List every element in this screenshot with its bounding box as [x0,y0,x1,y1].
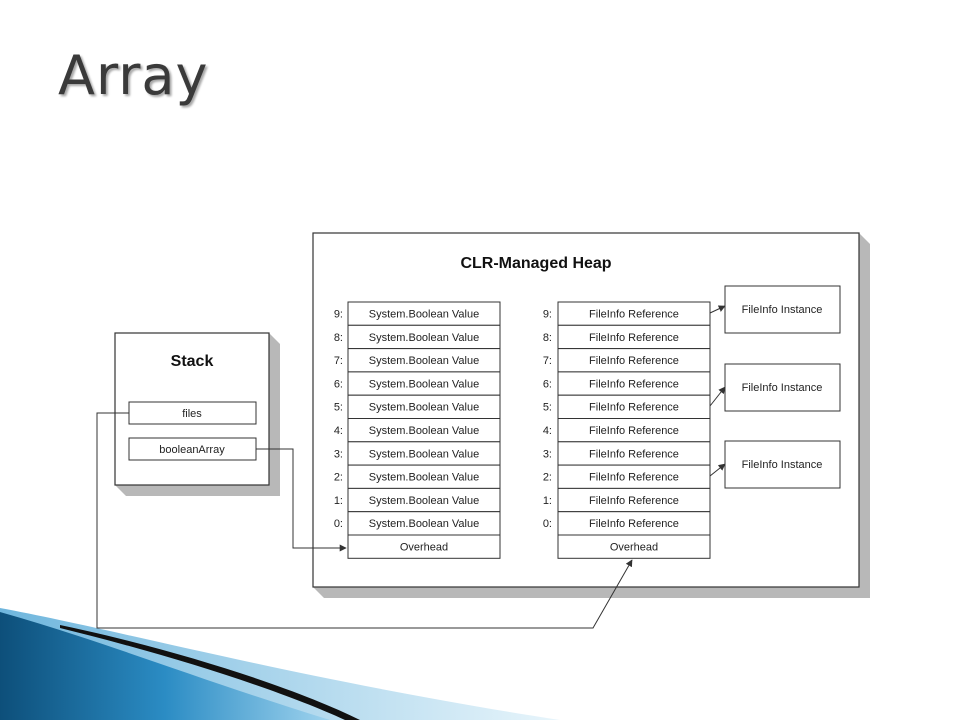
array-index-label: 2: [334,472,343,484]
array-cell-label: FileInfo Reference [589,495,679,507]
fileinfo-instance: FileInfo Instance [724,285,841,334]
array-index-label: 3: [543,448,552,460]
instance-label: FileInfo Instance [742,459,823,471]
slide-title: Array [58,44,209,107]
array-index-label: 8: [334,332,343,344]
stack-var-label: files [182,408,202,420]
array-cell-label: FileInfo Reference [589,355,679,367]
array-cell: System.Boolean Value 9: [334,301,501,326]
array-cell-label: System.Boolean Value [369,378,479,390]
array-overhead: Overhead [557,534,711,559]
arrow-booleanarray-to-overhead [256,448,347,552]
array-cell: FileInfo Reference 9: [543,301,711,326]
array-index-label: 4: [334,425,343,437]
fileinfo-reference-array: FileInfo Reference 9: FileInfo Reference 8:… [543,301,711,559]
array-cell-label: System.Boolean Value [369,472,479,484]
stack-var-boolean-array: booleanArray [128,437,257,461]
array-cell-label: FileInfo Reference [589,402,679,414]
array-overhead-label: Overhead [610,542,658,554]
array-index-label: 1: [334,495,343,507]
stack-var-label: booleanArray [159,444,225,456]
array-index-label: 3: [334,448,343,460]
array-overhead-box [557,534,711,559]
stack-title: Stack [171,353,214,370]
array-cell-label: FileInfo Reference [589,332,679,344]
arrow-ref2-to-instance [709,463,726,477]
array-cell: FileInfo Reference 8: [543,324,711,350]
array-index-label: 4: [543,425,552,437]
array-index-label: 7: [543,355,552,367]
array-cell-label: System.Boolean Value [369,518,479,530]
array-cell-label: System.Boolean Value [369,309,479,321]
array-cell-label: System.Boolean Value [369,425,479,437]
array-index-label: 5: [543,402,552,414]
array-cell-label: FileInfo Reference [589,425,679,437]
array-index-label: 0: [543,518,552,530]
decorative-swoosh [0,608,560,720]
array-cell: FileInfo Reference 5: [543,394,711,420]
array-cell: System.Boolean Value 4: [334,418,501,443]
array-cell: FileInfo Reference 4: [543,418,711,443]
array-cell-label: FileInfo Reference [589,378,679,390]
array-index-label: 9: [334,309,343,321]
array-cell: System.Boolean Value 1: [334,487,501,513]
array-cell: System.Boolean Value 5: [334,394,501,420]
array-overhead-box [347,534,501,559]
connectors [96,305,726,629]
array-cell-label: System.Boolean Value [369,332,479,344]
arrow-files-to-overhead [96,412,633,629]
stack-var-files: files [128,401,257,425]
array-cell-label: System.Boolean Value [369,355,479,367]
array-cell: FileInfo Reference 1: [543,487,711,513]
array-cell-label: FileInfo Reference [589,309,679,321]
array-index-label: 9: [543,309,552,321]
array-index-label: 6: [543,378,552,390]
arrow-ref5-to-instance [709,386,726,407]
array-index-label: 5: [334,402,343,414]
array-cell-label: FileInfo Reference [589,518,679,530]
array-overhead-label: Overhead [400,542,448,554]
array-cell: FileInfo Reference 2: [543,464,711,489]
array-cell: System.Boolean Value 6: [334,371,501,396]
array-index-label: 7: [334,355,343,367]
array-cell: System.Boolean Value 2: [334,464,501,489]
array-cell: FileInfo Reference 7: [543,348,711,373]
array-cell-label: System.Boolean Value [369,448,479,460]
array-index-label: 6: [334,378,343,390]
array-index-label: 8: [543,332,552,344]
array-cell-label: FileInfo Reference [589,472,679,484]
array-cell: System.Boolean Value 7: [334,348,501,373]
array-cell: System.Boolean Value 0: [334,511,501,536]
fileinfo-instance: FileInfo Instance [724,440,841,489]
array-cell: System.Boolean Value 8: [334,324,501,350]
stack-panel: Stack files booleanArray [114,332,280,496]
array-cell-label: System.Boolean Value [369,402,479,414]
array-cell: FileInfo Reference 6: [543,371,711,396]
array-cell-label: System.Boolean Value [369,495,479,507]
array-cell: FileInfo Reference 0: [543,511,711,536]
fileinfo-instance: FileInfo Instance [724,363,841,412]
array-cell: System.Boolean Value 3: [334,441,501,466]
heap-title: CLR-Managed Heap [460,255,611,272]
array-cell: FileInfo Reference 3: [543,441,711,466]
array-index-label: 0: [334,518,343,530]
array-index-label: 1: [543,495,552,507]
arrow-ref9-to-instance [709,305,726,314]
instance-label: FileInfo Instance [742,382,823,394]
array-index-label: 2: [543,472,552,484]
array-overhead: Overhead [347,534,501,559]
instance-label: FileInfo Instance [742,304,823,316]
array-cell-label: FileInfo Reference [589,448,679,460]
